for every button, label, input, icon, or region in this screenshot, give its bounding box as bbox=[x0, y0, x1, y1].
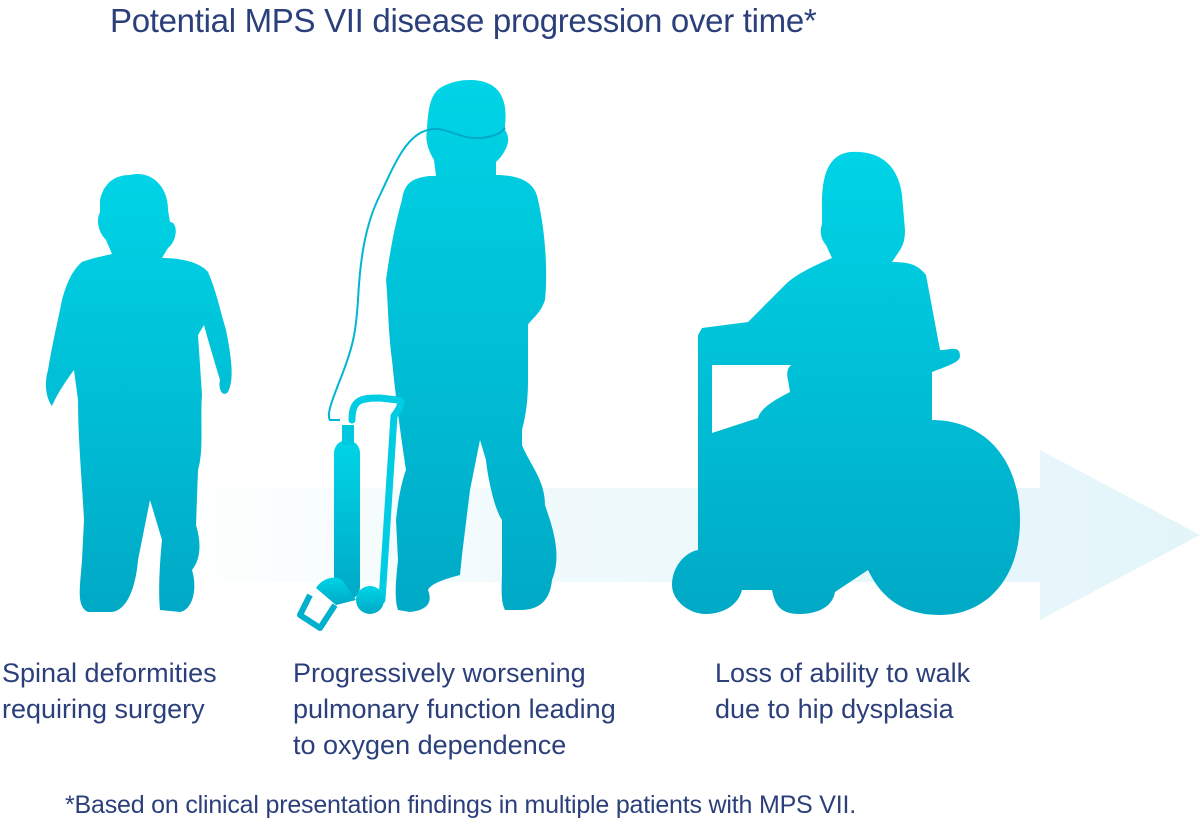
stage-1-caption: Spinal deformities requiring surgery bbox=[2, 655, 217, 727]
page-title: Potential MPS VII disease progression ov… bbox=[110, 2, 817, 39]
caption-line: Spinal deformities bbox=[2, 658, 217, 688]
child-with-oxygen-tank-icon bbox=[297, 80, 557, 631]
caption-line: requiring surgery bbox=[2, 694, 205, 724]
caption-line: due to hip dysplasia bbox=[715, 694, 954, 724]
stage-3-caption: Loss of ability to walk due to hip dyspl… bbox=[715, 655, 970, 727]
stage-2-caption: Progressively worsening pulmonary functi… bbox=[293, 655, 616, 763]
caption-line: Loss of ability to walk bbox=[715, 658, 971, 688]
footnote: *Based on clinical presentation findings… bbox=[65, 791, 856, 819]
standing-child-icon bbox=[45, 174, 232, 612]
child-in-wheelchair-icon bbox=[672, 151, 1020, 615]
caption-line: Progressively worsening bbox=[293, 658, 586, 688]
caption-line: pulmonary function leading bbox=[293, 694, 616, 724]
caption-line: to oxygen dependence bbox=[293, 730, 567, 760]
